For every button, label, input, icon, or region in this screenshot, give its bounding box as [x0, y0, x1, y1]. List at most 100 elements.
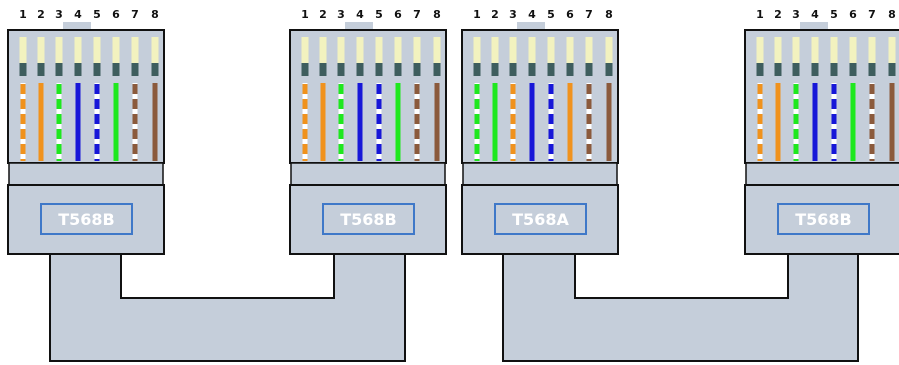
wire-white-brown — [132, 83, 138, 161]
pin-band — [868, 63, 876, 76]
pin-band — [151, 63, 159, 76]
crimp-band — [745, 162, 899, 186]
standard-label: T568B — [340, 210, 397, 229]
pin-contact — [792, 37, 800, 63]
wire-white-green — [474, 83, 480, 161]
pin-contact — [774, 37, 782, 63]
latch-tab — [345, 22, 373, 29]
wire-white-brown — [869, 83, 875, 161]
pin-band — [566, 63, 574, 76]
wire-green — [395, 83, 401, 161]
wire-orange — [38, 83, 44, 161]
pin-number-5: 5 — [375, 8, 383, 21]
pin-number-2: 2 — [491, 8, 499, 21]
pin-contact — [756, 37, 764, 63]
wire-white-orange — [302, 83, 308, 161]
wire-orange — [775, 83, 781, 161]
pin-contact — [131, 37, 139, 63]
pin-band — [473, 63, 481, 76]
pin-band — [585, 63, 593, 76]
connector-head — [289, 29, 447, 164]
pin-band — [301, 63, 309, 76]
pin-band — [394, 63, 402, 76]
pin-number-8: 8 — [433, 8, 441, 21]
wire-blue — [529, 83, 535, 161]
connector-head — [461, 29, 619, 164]
pin-band — [509, 63, 517, 76]
pin-contact — [151, 37, 159, 63]
pin-number-8: 8 — [605, 8, 613, 21]
pin-number-2: 2 — [319, 8, 327, 21]
pin-number-3: 3 — [55, 8, 63, 21]
pin-contact — [585, 37, 593, 63]
pin-contact — [112, 37, 120, 63]
wire-orange — [320, 83, 326, 161]
pin-contact — [849, 37, 857, 63]
pin-band — [37, 63, 45, 76]
pin-band — [433, 63, 441, 76]
wire-white-blue — [831, 83, 837, 161]
pin-contact — [74, 37, 82, 63]
pin-number-7: 7 — [413, 8, 421, 21]
pin-band — [849, 63, 857, 76]
pin-band — [528, 63, 536, 76]
pin-band — [319, 63, 327, 76]
pin-contact — [605, 37, 613, 63]
pin-band — [491, 63, 499, 76]
pin-number-1: 1 — [756, 8, 764, 21]
standard-label-box — [777, 203, 870, 235]
pin-band — [756, 63, 764, 76]
pin-band — [131, 63, 139, 76]
standard-label-box — [494, 203, 587, 235]
pin-contact — [93, 37, 101, 63]
pin-contact — [356, 37, 364, 63]
pin-contact — [433, 37, 441, 63]
wire-white-blue — [548, 83, 554, 161]
pin-band — [811, 63, 819, 76]
pin-number-3: 3 — [337, 8, 345, 21]
straight-through-cable — [49, 253, 406, 362]
pin-number-5: 5 — [830, 8, 838, 21]
wire-blue — [75, 83, 81, 161]
pin-contact — [37, 37, 45, 63]
pin-band — [337, 63, 345, 76]
wire-brown — [889, 83, 895, 161]
wire-white-orange — [20, 83, 26, 161]
pin-contact — [375, 37, 383, 63]
pin-number-3: 3 — [509, 8, 517, 21]
pin-number-6: 6 — [394, 8, 402, 21]
pin-band — [375, 63, 383, 76]
pin-number-1: 1 — [19, 8, 27, 21]
pin-contact — [868, 37, 876, 63]
latch-tab — [63, 22, 91, 29]
latch-tab — [517, 22, 545, 29]
pin-contact — [830, 37, 838, 63]
pin-number-4: 4 — [356, 8, 364, 21]
wire-white-green — [793, 83, 799, 161]
standard-label: T568B — [795, 210, 852, 229]
pin-band — [413, 63, 421, 76]
connector-head — [7, 29, 165, 164]
wire-white-green — [338, 83, 344, 161]
wire-white-brown — [414, 83, 420, 161]
pin-contact — [394, 37, 402, 63]
crossover-cable — [502, 253, 859, 362]
pin-number-4: 4 — [528, 8, 536, 21]
pin-band — [792, 63, 800, 76]
pin-contact — [473, 37, 481, 63]
pin-contact — [547, 37, 555, 63]
wire-orange — [567, 83, 573, 161]
pin-contact — [319, 37, 327, 63]
pin-band — [356, 63, 364, 76]
wire-brown — [152, 83, 158, 161]
standard-label: T568B — [58, 210, 115, 229]
pin-number-6: 6 — [112, 8, 120, 21]
wire-green — [492, 83, 498, 161]
pin-band — [830, 63, 838, 76]
pin-number-2: 2 — [774, 8, 782, 21]
pin-band — [888, 63, 896, 76]
wire-green — [113, 83, 119, 161]
